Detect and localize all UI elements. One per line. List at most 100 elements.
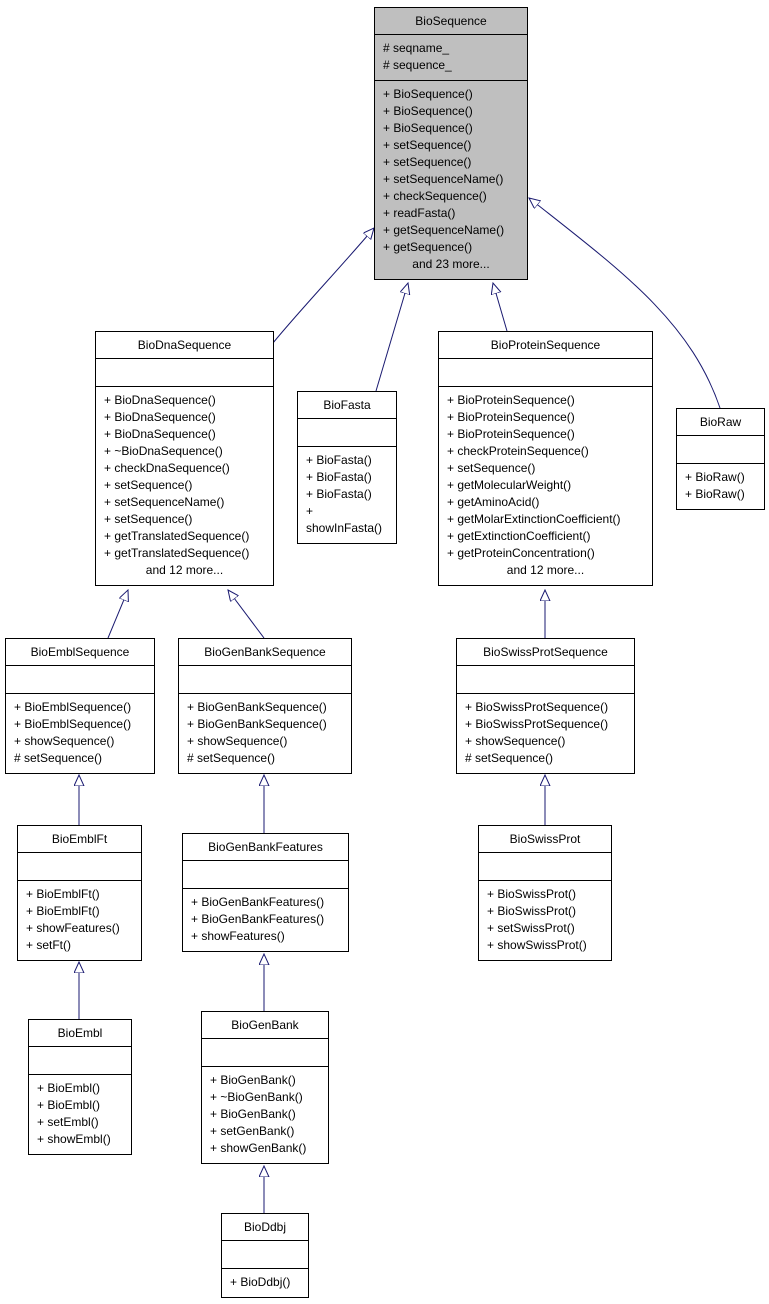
method[interactable]: + setGenBank() (210, 1124, 295, 1138)
method[interactable]: + BioSequence() (383, 87, 473, 101)
class-name[interactable]: BioRaw (677, 409, 764, 436)
method[interactable]: + BioProteinSequence() (447, 427, 575, 441)
method[interactable]: + ~BioGenBank() (210, 1090, 303, 1104)
method[interactable]: + BioRaw() (685, 487, 745, 501)
method[interactable]: + BioSwissProt() (487, 887, 577, 901)
method[interactable]: + BioSwissProtSequence() (465, 717, 609, 731)
method[interactable]: + BioDnaSequence() (104, 410, 216, 424)
class-name[interactable]: BioEmblSequence (6, 639, 154, 666)
method[interactable]: + showEmbl() (37, 1132, 111, 1146)
method[interactable]: + setSequenceName() (104, 495, 225, 509)
method[interactable]: + BioGenBank() (210, 1107, 296, 1121)
method[interactable]: + getMolarExtinctionCoefficient() (447, 512, 621, 526)
method[interactable]: + setSequence() (104, 478, 193, 492)
method[interactable]: + BioDnaSequence() (104, 393, 216, 407)
method[interactable]: # setSequence() (14, 751, 103, 765)
method[interactable]: + getTranslatedSequence() (104, 546, 250, 560)
method[interactable]: + setSequence() (447, 461, 536, 475)
method[interactable]: + checkProteinSequence() (447, 444, 589, 458)
method[interactable]: + showSequence() (187, 734, 288, 748)
class-box-BioProteinSequence[interactable]: BioProteinSequence + BioProteinSequence()… (438, 331, 653, 586)
method[interactable]: # setSequence() (187, 751, 276, 765)
method[interactable]: + BioDnaSequence() (104, 427, 216, 441)
more-methods-link[interactable]: and 12 more... (506, 563, 585, 577)
method[interactable]: # setSequence() (465, 751, 554, 765)
class-name[interactable]: BioSwissProtSequence (457, 639, 634, 666)
method[interactable]: + BioSequence() (383, 104, 473, 118)
class-box-BioGenBankSequence[interactable]: BioGenBankSequence + BioGenBankSequence()… (178, 638, 352, 774)
method[interactable]: + BioGenBankFeatures() (191, 912, 325, 926)
method[interactable]: + showFeatures() (26, 921, 120, 935)
method[interactable]: + BioRaw() (685, 470, 745, 484)
method[interactable]: + BioSwissProtSequence() (465, 700, 609, 714)
class-box-BioGenBankFeatures[interactable]: BioGenBankFeatures + BioGenBankFeatures()… (182, 833, 349, 952)
method[interactable]: + ~BioDnaSequence() (104, 444, 223, 458)
method[interactable]: + getAminoAcid() (447, 495, 540, 509)
more-methods-link[interactable]: and 12 more... (145, 563, 224, 577)
method[interactable]: + getSequenceName() (383, 223, 505, 237)
method[interactable]: + BioEmblSequence() (14, 700, 132, 714)
class-name[interactable]: BioSequence (375, 8, 527, 35)
method[interactable]: + BioSwissProt() (487, 904, 577, 918)
method[interactable]: + getProteinConcentration() (447, 546, 595, 560)
method[interactable]: + BioDdbj() (230, 1275, 291, 1289)
method[interactable]: + setSequence() (383, 155, 472, 169)
class-name[interactable]: BioGenBankFeatures (183, 834, 348, 861)
class-name[interactable]: BioEmblFt (18, 826, 141, 853)
method[interactable]: + BioGenBankSequence() (187, 717, 327, 731)
class-box-BioEmblFt[interactable]: BioEmblFt+ BioEmblFt()+ BioEmblFt()+ sho… (17, 825, 142, 961)
method[interactable]: + showSequence() (14, 734, 115, 748)
method[interactable]: + getSequence() (383, 240, 473, 254)
method[interactable]: + showSwissProt() (487, 938, 587, 952)
method[interactable]: + BioSequence() (383, 121, 473, 135)
method[interactable]: + showFeatures() (191, 929, 285, 943)
class-box-BioDdbj[interactable]: BioDdbj + BioDdbj() (221, 1213, 309, 1298)
method[interactable]: + BioFasta() (306, 487, 372, 501)
method[interactable]: + BioProteinSequence() (447, 393, 575, 407)
class-name[interactable]: BioFasta (298, 392, 396, 419)
class-name[interactable]: BioDnaSequence (96, 332, 273, 359)
class-box-BioEmblSequence[interactable]: BioEmblSequence + BioEmblSequence() + BioE… (5, 638, 155, 774)
class-name[interactable]: BioGenBankSequence (179, 639, 351, 666)
method[interactable]: + BioEmbl() (37, 1098, 101, 1112)
method[interactable]: + BioGenBankFeatures() (191, 895, 325, 909)
method[interactable]: + checkDnaSequence() (104, 461, 230, 475)
method[interactable]: + getTranslatedSequence() (104, 529, 250, 543)
method[interactable]: + BioEmblSequence() (14, 717, 132, 731)
method[interactable]: + getMolecularWeight() (447, 478, 572, 492)
method[interactable]: + showInFasta() (306, 504, 383, 535)
method[interactable]: + setSequence() (383, 138, 472, 152)
class-box-BioSequence[interactable]: BioSequence # seqname_ # sequence_ + BioSeq… (374, 7, 528, 280)
method[interactable]: + BioEmblFt() (26, 904, 100, 918)
class-name[interactable]: BioProteinSequence (439, 332, 652, 359)
method[interactable]: + setSequenceName() (383, 172, 504, 186)
method[interactable]: + readFasta() (383, 206, 456, 220)
class-box-BioEmbl[interactable]: BioEmbl + BioEmbl() + BioEmbl() + setEmbl()… (28, 1019, 132, 1155)
method[interactable]: + BioGenBank() (210, 1073, 296, 1087)
method[interactable]: + getExtinctionCoefficient() (447, 529, 591, 543)
method[interactable]: + BioGenBankSequence() (187, 700, 327, 714)
method[interactable]: + BioProteinSequence() (447, 410, 575, 424)
method[interactable]: + setSwissProt() (487, 921, 575, 935)
method[interactable]: + BioEmbl() (37, 1081, 101, 1095)
method[interactable]: + setEmbl() (37, 1115, 99, 1129)
class-box-BioSwissProt[interactable]: BioSwissProt + BioSwissProt() + BioSwissPr… (478, 825, 612, 961)
more-methods-link[interactable]: and 23 more... (412, 257, 490, 271)
method[interactable]: + BioFasta() (306, 470, 372, 484)
method[interactable]: + showSequence() (465, 734, 566, 748)
method[interactable]: + setSequence() (104, 512, 193, 526)
attribute[interactable]: # sequence_ (383, 58, 452, 72)
class-name[interactable]: BioDdbj (222, 1214, 308, 1241)
class-box-BioRaw[interactable]: BioRaw + BioRaw() + BioRaw() (676, 408, 765, 510)
class-name[interactable]: BioEmbl (29, 1020, 131, 1047)
method[interactable]: + BioFasta() (306, 453, 372, 467)
class-box-BioGenBank[interactable]: BioGenBank + BioGenBank() + ~BioGenBank() +… (201, 1011, 329, 1164)
method[interactable]: + showGenBank() (210, 1141, 307, 1155)
class-box-BioFasta[interactable]: BioFasta + BioFasta() + BioFasta() + BioFas… (297, 391, 397, 544)
class-name[interactable]: BioSwissProt (479, 826, 611, 853)
method[interactable]: + checkSequence() (383, 189, 487, 203)
class-box-BioDnaSequence[interactable]: BioDnaSequence + BioDnaSequence() + BioDna… (95, 331, 274, 586)
method[interactable]: + setFt() (26, 938, 72, 952)
attribute[interactable]: # seqname_ (383, 41, 450, 55)
class-name[interactable]: BioGenBank (202, 1012, 328, 1039)
